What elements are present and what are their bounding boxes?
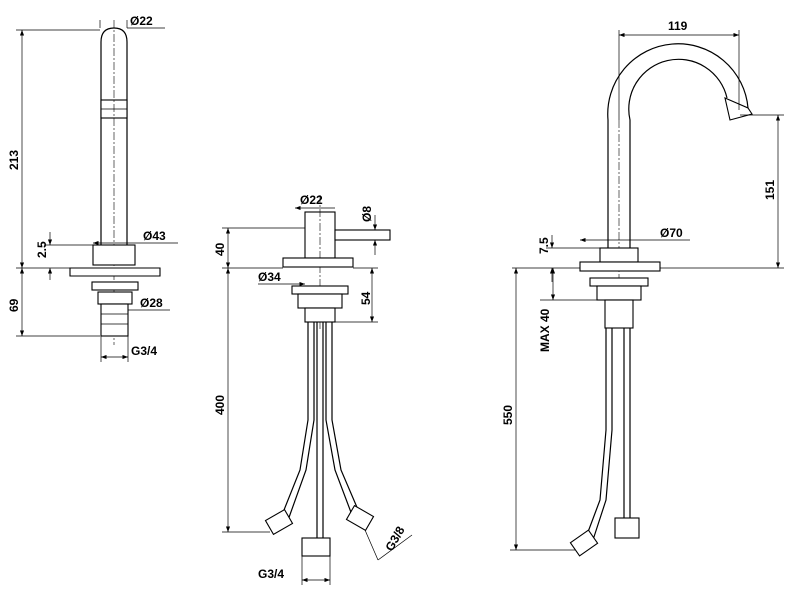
mixer-dimensions bbox=[222, 205, 413, 585]
left-dia-top-label: Ø22 bbox=[130, 14, 153, 28]
mixer-shank-length-label: 54 bbox=[359, 291, 373, 305]
mixer-hose-length-label: 400 bbox=[213, 395, 227, 415]
mixer-dia-shank-label: Ø34 bbox=[258, 270, 281, 284]
mixer-dia-body-label: Ø22 bbox=[300, 193, 323, 207]
left-base-thickness-label: 2.5 bbox=[35, 241, 49, 258]
mixer-body bbox=[264, 195, 391, 557]
left-spout bbox=[69, 20, 161, 345]
mixer-outlet-thread-label: G3/4 bbox=[258, 567, 284, 581]
left-spout-dimensions bbox=[16, 20, 178, 362]
right-reach-label: 119 bbox=[668, 19, 688, 33]
right-max-deck-label: MAX 40 bbox=[538, 308, 552, 352]
right-dia-base-label: Ø70 bbox=[660, 226, 683, 240]
left-dia-base-label: Ø43 bbox=[143, 229, 166, 243]
mixer-inlet-thread-label: G3/8 bbox=[382, 524, 407, 554]
left-height-label: 213 bbox=[7, 150, 21, 170]
right-base-thickness-label: 7.5 bbox=[537, 237, 551, 254]
mixer-dia-lever-label: Ø8 bbox=[360, 206, 374, 222]
left-thread-label: G3/4 bbox=[131, 344, 157, 358]
right-spout-dimensions bbox=[510, 30, 784, 551]
right-spout bbox=[569, 43, 753, 557]
mixer-body-height-label: 40 bbox=[213, 242, 227, 256]
left-below-height-label: 69 bbox=[7, 298, 21, 312]
right-spout-height-label: 151 bbox=[763, 180, 777, 200]
right-hose-length-label: 550 bbox=[501, 405, 515, 425]
left-dia-shank-label: Ø28 bbox=[140, 296, 163, 310]
